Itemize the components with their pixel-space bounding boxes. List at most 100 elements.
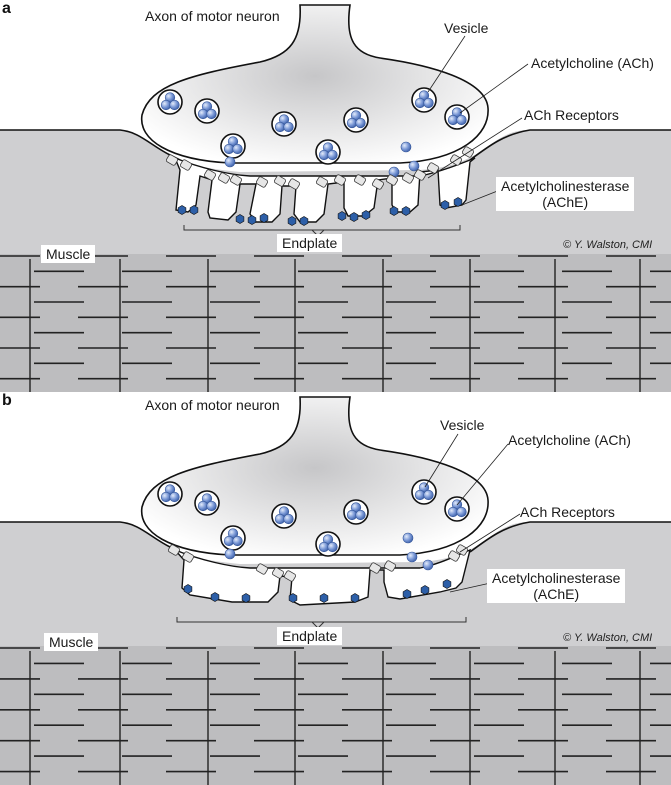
copyright-credit: © Y. Walston, CMI — [563, 239, 653, 251]
ach-molecule — [423, 489, 434, 501]
ach-molecule — [414, 97, 426, 109]
vesicles — [157, 479, 470, 603]
vesicle — [444, 496, 470, 522]
ach-label: Acetylcholine (ACh) — [508, 432, 631, 448]
ach-receptor — [284, 570, 296, 582]
ache-label-line2: (AChE) — [533, 586, 580, 602]
ache-enzyme — [259, 213, 269, 223]
ach-receptor — [218, 172, 230, 184]
vesicle — [157, 481, 183, 507]
ach-molecule — [423, 97, 434, 109]
receptors-label: ACh Receptors — [524, 107, 619, 123]
panel-a: a Axon of motor neuron Vesicle Acetylcho… — [0, 0, 671, 392]
ach-molecule — [346, 117, 358, 129]
muscle-label: Muscle — [44, 633, 99, 651]
ache-enzyme — [349, 212, 359, 222]
ach-molecule — [206, 108, 217, 120]
ache-enzyme — [183, 584, 193, 594]
axon-label: Axon of motor neuron — [145, 397, 280, 413]
ach-molecule — [232, 535, 243, 547]
vesicle — [194, 98, 220, 124]
vesicle-label: Vesicle — [440, 417, 485, 433]
ach-molecule — [274, 513, 286, 525]
panel-letter: b — [2, 392, 12, 409]
ach-receptor — [369, 562, 381, 574]
ach-receptor — [272, 567, 284, 579]
axon-terminal — [140, 396, 489, 556]
vesicle — [343, 107, 369, 133]
ach-receptor — [384, 560, 396, 572]
endplate-label: Endplate — [277, 234, 343, 252]
ach-molecule — [232, 143, 243, 155]
ach-molecule — [346, 509, 358, 521]
ach-receptor — [456, 544, 468, 556]
leader-lines — [427, 35, 529, 206]
vesicle — [315, 531, 341, 557]
ach-receptor — [427, 162, 439, 174]
ache-enzyme — [235, 214, 245, 224]
ach-receptor — [168, 544, 180, 556]
ach-receptor — [256, 176, 268, 188]
ache-enzyme — [288, 593, 298, 603]
ache-enzyme — [402, 589, 412, 599]
ach-receptor — [334, 174, 346, 186]
ach-molecule — [274, 121, 286, 133]
endplate-label: Endplate — [277, 627, 343, 645]
ache-enzyme — [337, 211, 347, 221]
vesicle — [157, 89, 183, 115]
ach-molecule — [197, 500, 209, 512]
ach-molecule — [206, 500, 217, 512]
receptors-label: ACh Receptors — [520, 504, 615, 520]
ache-label: Acetylcholinesterase (AChE) — [487, 569, 626, 603]
ach-label: Acetylcholine (ACh) — [531, 55, 654, 71]
ach-molecule — [327, 541, 338, 553]
ache-enzyme — [389, 206, 399, 216]
copyright-credit: © Y. Walston, CMI — [563, 632, 653, 644]
ach-molecule — [355, 117, 366, 129]
ache-enzyme — [189, 205, 199, 215]
ach-molecule — [422, 559, 434, 571]
vesicle — [411, 479, 437, 505]
ach-molecule — [223, 143, 235, 155]
ach-receptor — [256, 563, 268, 575]
axon-terminal — [140, 4, 489, 164]
muscle-band — [0, 646, 671, 785]
vesicle — [271, 503, 297, 529]
muscle-label: Muscle — [41, 245, 96, 263]
vesicle-label: Vesicle — [444, 20, 489, 36]
ach-molecule — [224, 548, 236, 560]
ach-receptor — [372, 178, 384, 190]
vesicle — [315, 139, 341, 165]
ach-receptor — [316, 176, 328, 188]
muscle-fibers — [0, 646, 671, 785]
ach-molecule — [327, 149, 338, 161]
ach-molecule — [197, 108, 209, 120]
ach-receptor — [274, 175, 286, 187]
vesicle — [194, 490, 220, 516]
ache-label: Acetylcholinesterase (AChE) — [496, 177, 635, 211]
ache-label-line1: Acetylcholinesterase — [501, 178, 630, 194]
ache-enzyme — [319, 593, 329, 603]
ach-receptor — [230, 174, 242, 186]
ache-enzyme — [299, 216, 309, 226]
ach-molecule — [224, 156, 236, 168]
ache-enzyme — [420, 585, 430, 595]
ach-receptor — [386, 174, 398, 186]
panel-b: b Axon of motor neuron Vesicle Acetylcho… — [0, 392, 671, 785]
vesicle — [220, 133, 246, 159]
muscle-band — [0, 254, 671, 392]
ache-enzyme — [241, 593, 251, 603]
ach-molecule — [406, 551, 418, 563]
vesicle — [220, 525, 246, 551]
ach-molecule — [318, 149, 330, 161]
ach-molecule — [169, 99, 180, 111]
ach-molecule — [447, 114, 459, 126]
ach-molecule — [456, 506, 467, 518]
ache-enzyme — [453, 197, 463, 207]
ache-label-line2: (AChE) — [542, 194, 589, 210]
ach-receptor — [166, 154, 178, 166]
vesicle — [343, 499, 369, 525]
ache-enzyme — [247, 215, 257, 225]
ach-molecule — [400, 141, 412, 153]
ach-receptor — [354, 174, 366, 186]
